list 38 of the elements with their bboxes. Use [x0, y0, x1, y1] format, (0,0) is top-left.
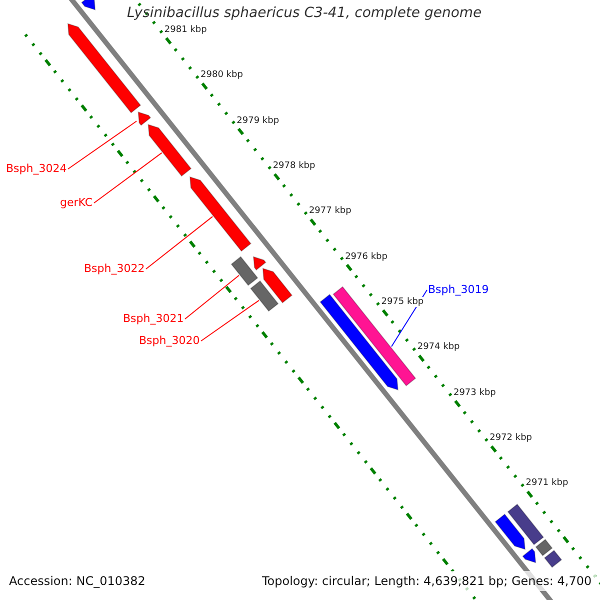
tick-label: 2973 kbp: [453, 388, 496, 398]
gene-label: Bsph_3019: [428, 283, 489, 296]
gene-bar: [507, 504, 544, 546]
leader-line: [68, 120, 138, 170]
gene-bar: [81, 0, 96, 10]
accession-text: Accession: NC_010382: [9, 574, 146, 588]
gene-label: Bsph_3022: [84, 262, 145, 275]
gene-bar: [148, 124, 192, 177]
tick-label: 2972 kbp: [490, 432, 532, 443]
tick-label: 2976 kbp: [345, 252, 388, 262]
gene-bar: [250, 280, 279, 312]
leader-line: [146, 216, 214, 270]
gene-label: gerKC: [60, 196, 93, 209]
tick-label: 2978 kbp: [272, 160, 316, 171]
leader-line: [200, 300, 260, 342]
gene-bar: [138, 111, 152, 126]
tick-label: 2974 kbp: [417, 342, 460, 352]
gene-bar: [544, 550, 562, 568]
tick-label: 2977 kbp: [308, 206, 352, 216]
leader-line: [94, 152, 162, 204]
tick-label: 2979 kbp: [236, 116, 280, 126]
gene-bar: [262, 268, 293, 304]
tick-label: 2980 kbp: [200, 70, 243, 80]
gene-label: Bsph_3021: [123, 312, 184, 325]
gene-label: Bsph_3020: [139, 334, 200, 347]
tick-label: 2981 kbp: [164, 24, 207, 35]
tick-label: 2971 kbp: [526, 478, 568, 488]
gene-bar: [522, 548, 536, 564]
title: Lysinibacillus sphaericus C3-41, complete genome: [127, 5, 482, 21]
gene-bar: [535, 538, 553, 556]
leader-line: [184, 274, 240, 320]
gene-bar: [494, 514, 526, 550]
gene-bar: [189, 176, 252, 252]
gene-bar: [67, 23, 142, 114]
gene-bar: [252, 256, 266, 271]
gene-label: Bsph_3024: [6, 162, 67, 175]
gene-bar: [230, 256, 258, 286]
tick-label: 2975 kbp: [381, 296, 424, 307]
